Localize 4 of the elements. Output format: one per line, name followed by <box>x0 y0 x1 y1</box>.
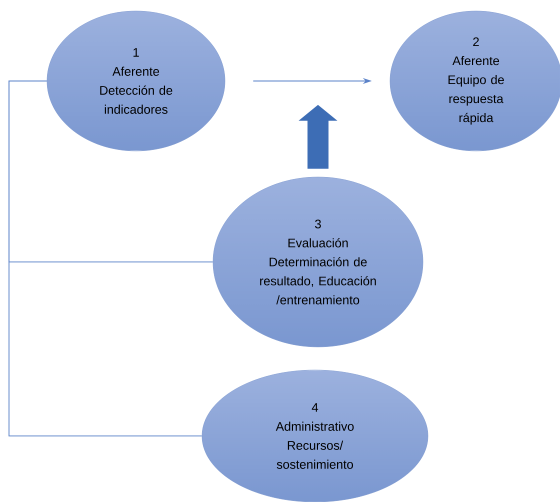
ellipse-node: 4 Administrativo Recursos/ sostenimiento <box>202 370 428 502</box>
connector-line <box>8 80 202 436</box>
ellipse-node: 1 Aferente Detección de indicadores <box>46 10 226 152</box>
ellipse-node: 3 Evaluación Determinación de resultado, Educación /entrenamiento <box>212 176 424 348</box>
